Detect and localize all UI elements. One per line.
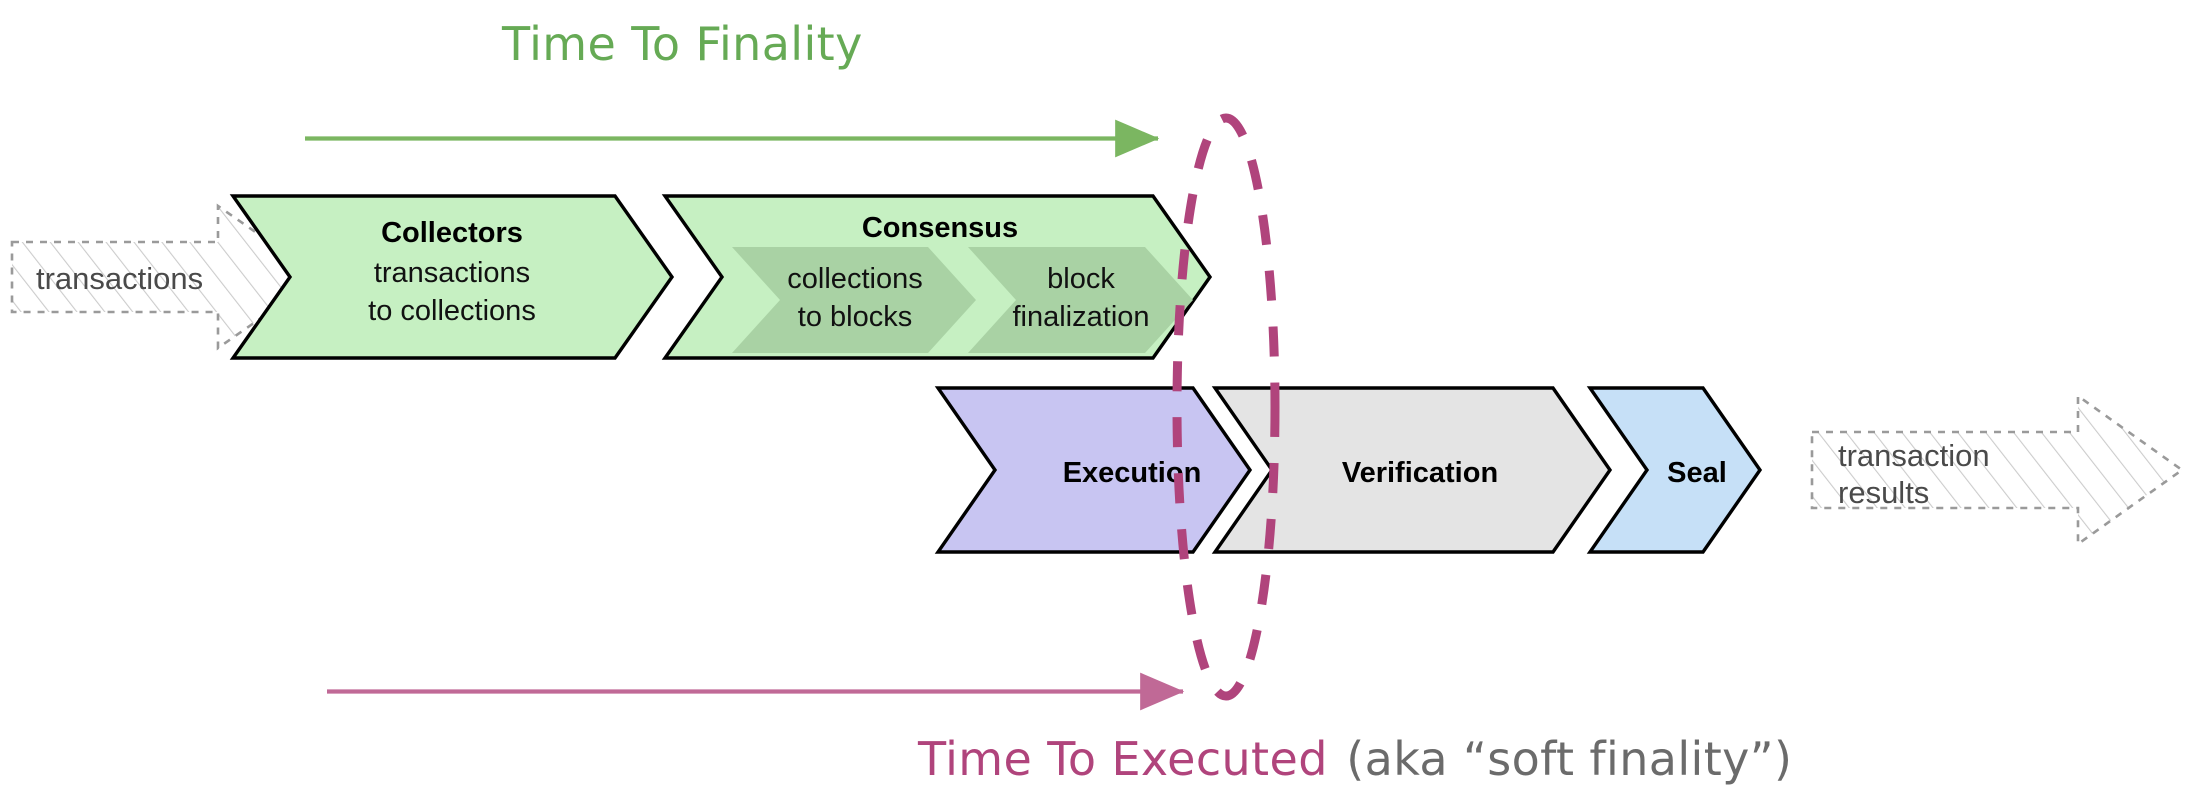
collections-to-blocks-line-1: collections [787,263,922,295]
transaction-results-ghost-arrow: transaction results [1810,393,2185,547]
stage-execution[interactable]: Execution [934,386,1253,554]
time-to-executed-title-group: Time To Executed (aka “soft finality”) [917,732,1792,786]
time-to-executed-title: Time To Executed [917,732,1328,786]
seal-title: Seal [1667,457,1727,489]
consensus-title: Consensus [862,212,1018,244]
stage-seal[interactable]: Seal [1586,386,1763,554]
stage-consensus[interactable]: Consensus collections to blocks block fi… [661,194,1213,360]
collectors-title: Collectors [381,217,523,249]
substage-block-finalization[interactable]: block finalization [968,247,1193,353]
collections-to-blocks-line-2: to blocks [798,301,912,333]
block-finalization-line-1: block [1047,263,1115,295]
transactions-label: transactions [36,261,203,296]
verification-title: Verification [1342,457,1498,489]
collectors-subline-1: transactions [374,257,530,289]
block-finalization-line-2: finalization [1012,301,1149,333]
transaction-results-line-2: results [1838,475,1929,510]
transaction-results-line-1: transaction [1838,438,1990,473]
stage-collectors[interactable]: Collectors transactions to collections [229,194,675,360]
collectors-subline-2: to collections [368,295,536,327]
substage-collections-to-blocks[interactable]: collections to blocks [732,247,976,353]
dashed-ellipse-finality-boundary [1172,113,1280,701]
time-to-finality-title: Time To Finality [501,17,863,71]
transactions-ghost-arrow: transactions [10,203,323,351]
soft-finality-note: (aka “soft finality”) [1346,732,1792,786]
